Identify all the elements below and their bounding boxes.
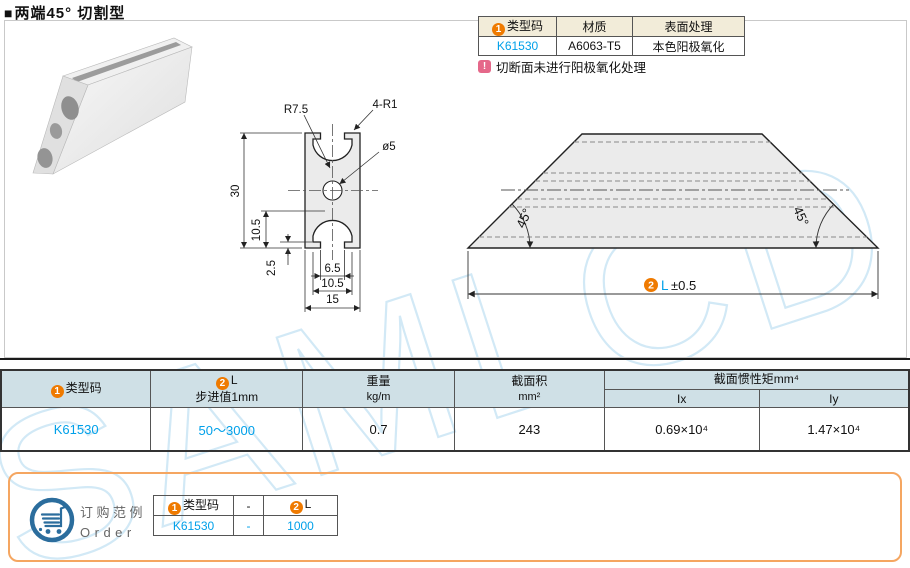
order-dash-value: - [233,515,264,536]
badge-1-icon: 1 [491,23,505,36]
dim-opening-label: 6.5 [325,263,341,275]
angle-right-label: 45° [790,204,812,228]
spec-type-code-value[interactable]: K61530 [0,407,152,452]
info-header-material: 材质 [556,16,633,37]
order-label-cn: 订购范例 [80,505,147,520]
section-divider-rule [0,358,910,360]
cut-face-hole [49,123,63,139]
drawing-section-frame [4,20,907,358]
order-type-code-value[interactable]: K61530 [153,515,234,536]
cut-face-bottom-cavity [37,148,53,168]
badge-2-icon: 2 [215,376,229,390]
angle-arc-left [511,203,534,249]
dim-slot-label: 10.5 [321,278,343,290]
angle-left-label: 45° [513,206,535,230]
badge-2-number: 2 [648,280,654,292]
length-tolerance: ±0.5 [671,278,696,293]
spec-header-ix: Ix [603,389,760,408]
length-label: L [661,278,669,293]
badge-2-icon [644,278,658,292]
caution-note: ! 切断面未进行阳极氧化处理 [478,57,646,76]
product-photo [32,37,193,175]
order-length-value[interactable]: 1000 [263,515,338,536]
cart-icon [29,497,75,543]
dim-mid-label: 10.5 [251,219,263,241]
page-title-text: 两端45° 切割型 [14,5,126,22]
cross-section-drawing: R7.5 4-R1 ø5 30 10.5 2.5 6.5 10.5 15 [230,99,398,312]
dim-lip-label: 2.5 [266,260,278,276]
spec-area-value: 243 [453,407,605,452]
info-surface-value: 本色阳极氧化 [632,36,745,56]
info-material-value: A6063-T5 [556,36,633,56]
profile-top-groove [72,42,181,82]
cut-face-slot-cavity [61,96,79,120]
order-data-row: K61530 - 1000 [153,515,338,536]
slot-radius-label: R7.5 [284,104,308,116]
title-square-marker: ■ [4,5,14,21]
badge-1-icon: 1 [50,384,64,398]
order-header-dash: - [233,495,264,516]
spec-header-iy: Iy [758,389,910,408]
spec-weight-value: 0.7 [302,407,455,452]
length-drawing: 45° 45° 2 L ±0.5 [466,133,880,299]
info-type-code-value[interactable]: K61530 [478,36,557,56]
page-title: ■两端45° 切割型 [4,2,125,23]
caution-note-text: 切断面未进行阳极氧化处理 [496,61,647,75]
spec-header-area: 截面积 mm² [453,369,605,408]
info-header-surface: 表面处理 [632,16,745,37]
order-example-box [8,472,902,562]
warning-icon: ! [478,60,491,73]
spec-header-inertia: 截面惯性矩mm⁴ [603,369,910,390]
spec-l-range-value[interactable]: 50～3000 [150,407,304,452]
dim-height-label: 30 [230,185,242,198]
order-example-labels: 订购范例 Order [80,502,146,540]
dim-width-label: 15 [326,294,339,306]
corner-radius-label: 4-R1 [373,99,398,111]
spec-header-weight: 重量 kg/m [302,369,455,408]
spec-ix-value: 0.69×10⁴ [603,407,760,452]
spec-data-row: K61530 50～3000 0.7 243 0.69×10⁴ 1.47×10⁴ [0,407,910,452]
spec-iy-value: 1.47×10⁴ [758,407,910,452]
badge-1-icon: 1 [167,502,181,515]
angle-arc-right [812,203,835,249]
hole-dia-label: ø5 [382,141,395,153]
badge-2-icon: 2 [289,501,303,514]
info-data-row: K61530 A6063-T5 本色阳极氧化 [478,36,745,56]
spec-subheader-row: Ix Iy [1,389,910,408]
order-label-en: Order [80,525,136,540]
profile-side-view [466,133,880,249]
